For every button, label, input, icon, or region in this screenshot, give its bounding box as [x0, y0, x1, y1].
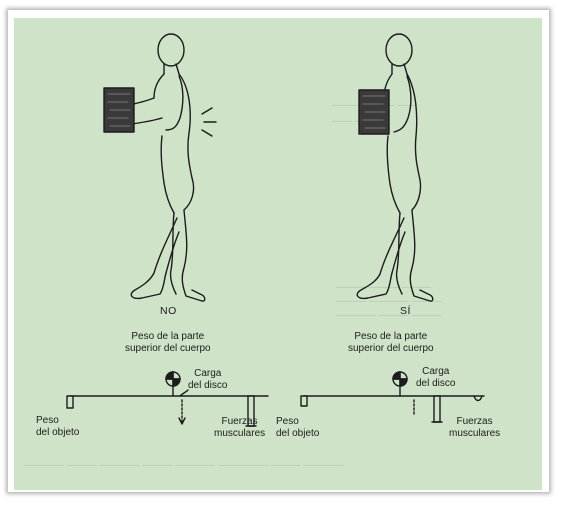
muscle-forces-label-left: Fuerzas musculares	[214, 416, 265, 440]
object-weight-label-left: Peso del objeto	[36, 415, 79, 439]
disc-load-label-left: Carga del disco	[188, 368, 227, 392]
verdict-label-yes: SÍ	[400, 305, 411, 317]
carried-box-right	[359, 90, 389, 134]
balance-beam-right	[301, 372, 484, 422]
page-scan: ——— ——— —— —— —— ——— ——— ——— ——— ———— ——…	[14, 18, 542, 490]
disc-load-label-right: Carga del disco	[416, 366, 455, 390]
upper-body-weight-label-left: Peso de la parte superior del cuerpo	[125, 331, 211, 355]
upper-body-weight-label-right: Peso de la parte superior del cuerpo	[348, 331, 434, 355]
human-figure-incorrect	[118, 34, 205, 301]
object-weight-label-right: Peso del objeto	[276, 416, 319, 440]
carried-box-left	[104, 88, 134, 132]
muscle-forces-label-right: Fuerzas musculares	[449, 416, 500, 440]
verdict-label-no: NO	[160, 305, 177, 317]
back-pain-mark	[202, 108, 216, 136]
human-figure-correct	[357, 34, 433, 301]
